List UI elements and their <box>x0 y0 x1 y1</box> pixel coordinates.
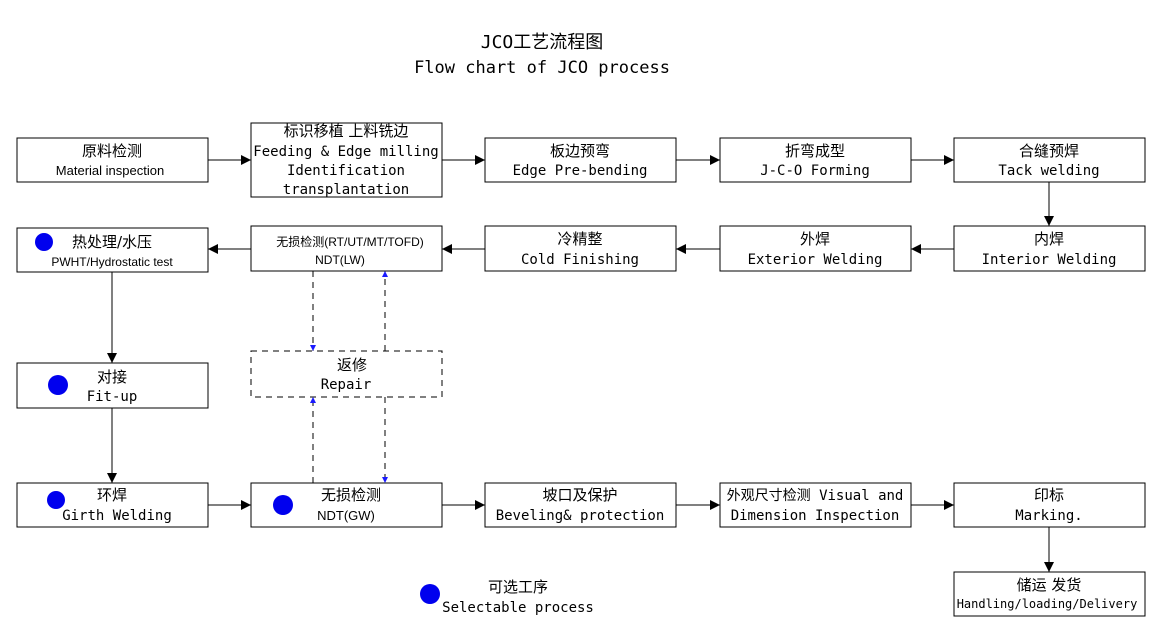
node-beveling-protection: 坡口及保护 Beveling& protection <box>484 482 677 528</box>
node-label-zh: 外观尺寸检测 Visual and <box>727 488 904 504</box>
node-label-en: Dimension Inspection <box>731 508 900 524</box>
node-label-en: Cold Finishing <box>521 252 639 268</box>
node-label-en: Beveling& protection <box>496 508 665 524</box>
selectable-marker-icon <box>273 495 293 515</box>
node-jco-forming: 折弯成型 J-C-O Forming <box>719 137 912 183</box>
node-label-en: PWHT/Hydrostatic test <box>51 255 173 269</box>
node-label-en: Exterior Welding <box>748 252 883 268</box>
node-label-en: NDT(LW) <box>315 253 365 267</box>
node-label-en: transplantation <box>283 182 409 198</box>
node-interior-welding: 内焊 Interior Welding <box>953 225 1146 272</box>
node-label-en: NDT(GW) <box>317 508 375 523</box>
node-marking: 印标 Marking. <box>953 482 1146 528</box>
node-label-zh: 冷精整 <box>557 230 602 248</box>
title-en: Flow chart of JCO process <box>414 58 670 78</box>
node-label-zh: 板边预弯 <box>550 142 610 160</box>
node-label-zh: 无损检测(RT/UT/MT/TOFD) <box>276 234 424 249</box>
node-label-zh: 坡口及保护 <box>542 486 617 504</box>
node-girth-welding: 环焊 Girth Welding <box>16 482 209 528</box>
node-cold-finishing: 冷精整 Cold Finishing <box>484 225 677 272</box>
title-zh: JCO工艺流程图 <box>481 32 604 53</box>
legend-label-zh: 可选工序 <box>488 578 548 596</box>
node-label-zh: 外焊 <box>800 230 830 248</box>
node-repair: 返修 Repair <box>250 350 443 398</box>
node-tack-welding: 合缝预焊 Tack welding <box>953 137 1146 183</box>
node-label-en: Repair <box>321 377 372 393</box>
node-label-zh: 环焊 <box>97 486 127 504</box>
node-label-en: Feeding & Edge milling <box>253 144 438 160</box>
node-handling-delivery: 储运 发货 Handling/loading/Delivery <box>953 571 1146 617</box>
node-edge-pre-bending: 板边预弯 Edge Pre-bending <box>484 137 677 183</box>
node-label-en: J-C-O Forming <box>760 163 870 179</box>
node-label-en: Interior Welding <box>982 252 1117 268</box>
node-ndt-gw: 无损检测 NDT(GW) <box>250 482 443 528</box>
node-label-en: Marking. <box>1015 508 1082 524</box>
node-label-en: Tack welding <box>998 163 1099 179</box>
node-feeding-edge-milling: 标识移植 上料铣边 Feeding & Edge milling Identif… <box>250 122 443 198</box>
node-label-zh: 内焊 <box>1034 230 1064 248</box>
node-label-en: Girth Welding <box>62 508 172 524</box>
node-label-en: Fit-up <box>87 389 138 405</box>
node-label-zh: 合缝预焊 <box>1019 142 1079 160</box>
node-label-en: Edge Pre-bending <box>513 163 648 179</box>
node-exterior-welding: 外焊 Exterior Welding <box>719 225 912 272</box>
node-label-zh: 折弯成型 <box>785 142 845 160</box>
node-label-zh: 热处理/水压 <box>72 233 152 251</box>
node-label-zh: 无损检测 <box>321 486 381 504</box>
node-label-en: Handling/loading/Delivery <box>957 597 1138 611</box>
selectable-marker-icon <box>48 375 68 395</box>
node-label-zh: 对接 <box>97 368 127 386</box>
selectable-marker-icon <box>420 584 440 604</box>
node-label-zh: 储运 发货 <box>1017 576 1082 594</box>
node-ndt-lw: 无损检测(RT/UT/MT/TOFD) NDT(LW) <box>250 225 443 272</box>
node-label-zh: 印标 <box>1034 486 1064 504</box>
node-label-zh: 原料检测 <box>82 142 142 160</box>
node-pwht-hydrostatic: 热处理/水压 PWHT/Hydrostatic test <box>16 227 209 273</box>
selectable-marker-icon <box>47 491 65 509</box>
node-fit-up: 对接 Fit-up <box>16 362 209 409</box>
legend: 可选工序 Selectable process <box>420 578 594 616</box>
node-label-en: Identification <box>287 163 405 179</box>
node-visual-dimension-inspection: 外观尺寸检测 Visual and Dimension Inspection <box>719 482 912 528</box>
selectable-marker-icon <box>35 233 53 251</box>
node-label-zh: 标识移植 上料铣边 <box>284 122 409 140</box>
legend-label-en: Selectable process <box>442 600 594 616</box>
node-label-en: Material inspection <box>56 163 164 178</box>
node-label-zh: 返修 <box>337 356 367 374</box>
node-material-inspection: 原料检测 Material inspection <box>16 137 209 183</box>
